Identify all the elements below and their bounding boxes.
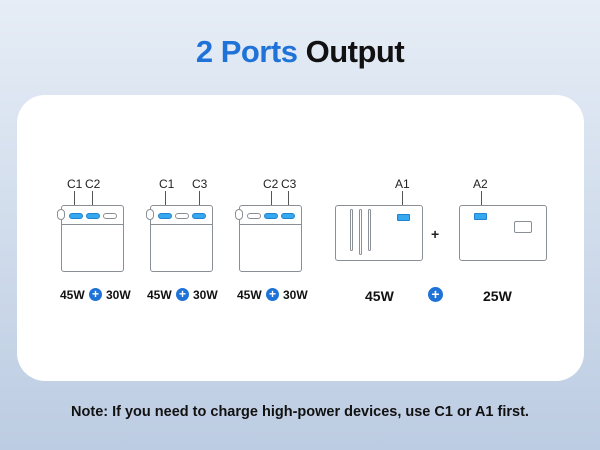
port-label-c3: C3 <box>192 177 208 191</box>
display-window <box>514 221 532 233</box>
plug-pin <box>359 209 362 255</box>
plug-pin <box>368 209 371 251</box>
port-label-a2: A2 <box>473 177 488 191</box>
leader-line <box>271 191 272 205</box>
leader-line <box>92 191 93 205</box>
plus-icon: + <box>89 288 102 301</box>
plus-icon: + <box>176 288 189 301</box>
plug-pin <box>350 209 353 251</box>
port-label-c1: C1 <box>159 177 175 191</box>
charger-band <box>151 224 212 225</box>
usb-c-port-active <box>69 213 83 219</box>
port-label-c2: C2 <box>85 177 101 191</box>
footer-note: Note: If you need to charge high-power d… <box>71 404 529 420</box>
usb-a-port-active <box>474 213 487 220</box>
charger-band <box>62 224 123 225</box>
usb-c-port-inactive <box>103 213 117 219</box>
page-title: 2 Ports Output <box>0 34 600 70</box>
leader-line <box>481 191 482 207</box>
leader-line <box>402 191 403 207</box>
port-label-c3: C3 <box>281 177 297 191</box>
charger-band <box>240 224 301 225</box>
usb-c-port-inactive <box>175 213 189 219</box>
port-label-a1: A1 <box>395 177 410 191</box>
watt-label-right: 30W <box>106 288 131 302</box>
watt-label-right: 30W <box>283 288 308 302</box>
side-knob <box>57 209 65 220</box>
content-panel: C1 C2 45W + 30W C1 C3 45W + 30W C2 C3 <box>17 95 584 381</box>
watt-label-left: 45W <box>237 288 262 302</box>
usb-c-port-active <box>281 213 295 219</box>
watt-label-a1: 45W <box>365 288 394 304</box>
watt-label-left: 45W <box>60 288 85 302</box>
leader-line <box>165 191 166 205</box>
leader-line <box>288 191 289 205</box>
watt-label-left: 45W <box>147 288 172 302</box>
watt-label-right: 30W <box>193 288 218 302</box>
charger-body <box>459 205 547 261</box>
side-knob <box>146 209 154 220</box>
usb-c-port-active <box>192 213 206 219</box>
charger-body <box>335 205 423 261</box>
usb-c-port-active <box>158 213 172 219</box>
plus-icon: + <box>266 288 279 301</box>
title-rest: Output <box>305 34 405 69</box>
usb-c-port-inactive <box>247 213 261 219</box>
usb-a-port-active <box>397 214 410 221</box>
side-knob <box>235 209 243 220</box>
plus-sign: + <box>431 226 440 242</box>
leader-line <box>74 191 75 205</box>
usb-c-port-active <box>264 213 278 219</box>
port-label-c2: C2 <box>263 177 279 191</box>
watt-label-a2: 25W <box>483 288 512 304</box>
usb-c-port-active <box>86 213 100 219</box>
title-highlight: 2 Ports <box>195 34 298 69</box>
leader-line <box>199 191 200 205</box>
port-label-c1: C1 <box>67 177 83 191</box>
plus-icon: + <box>428 287 443 302</box>
